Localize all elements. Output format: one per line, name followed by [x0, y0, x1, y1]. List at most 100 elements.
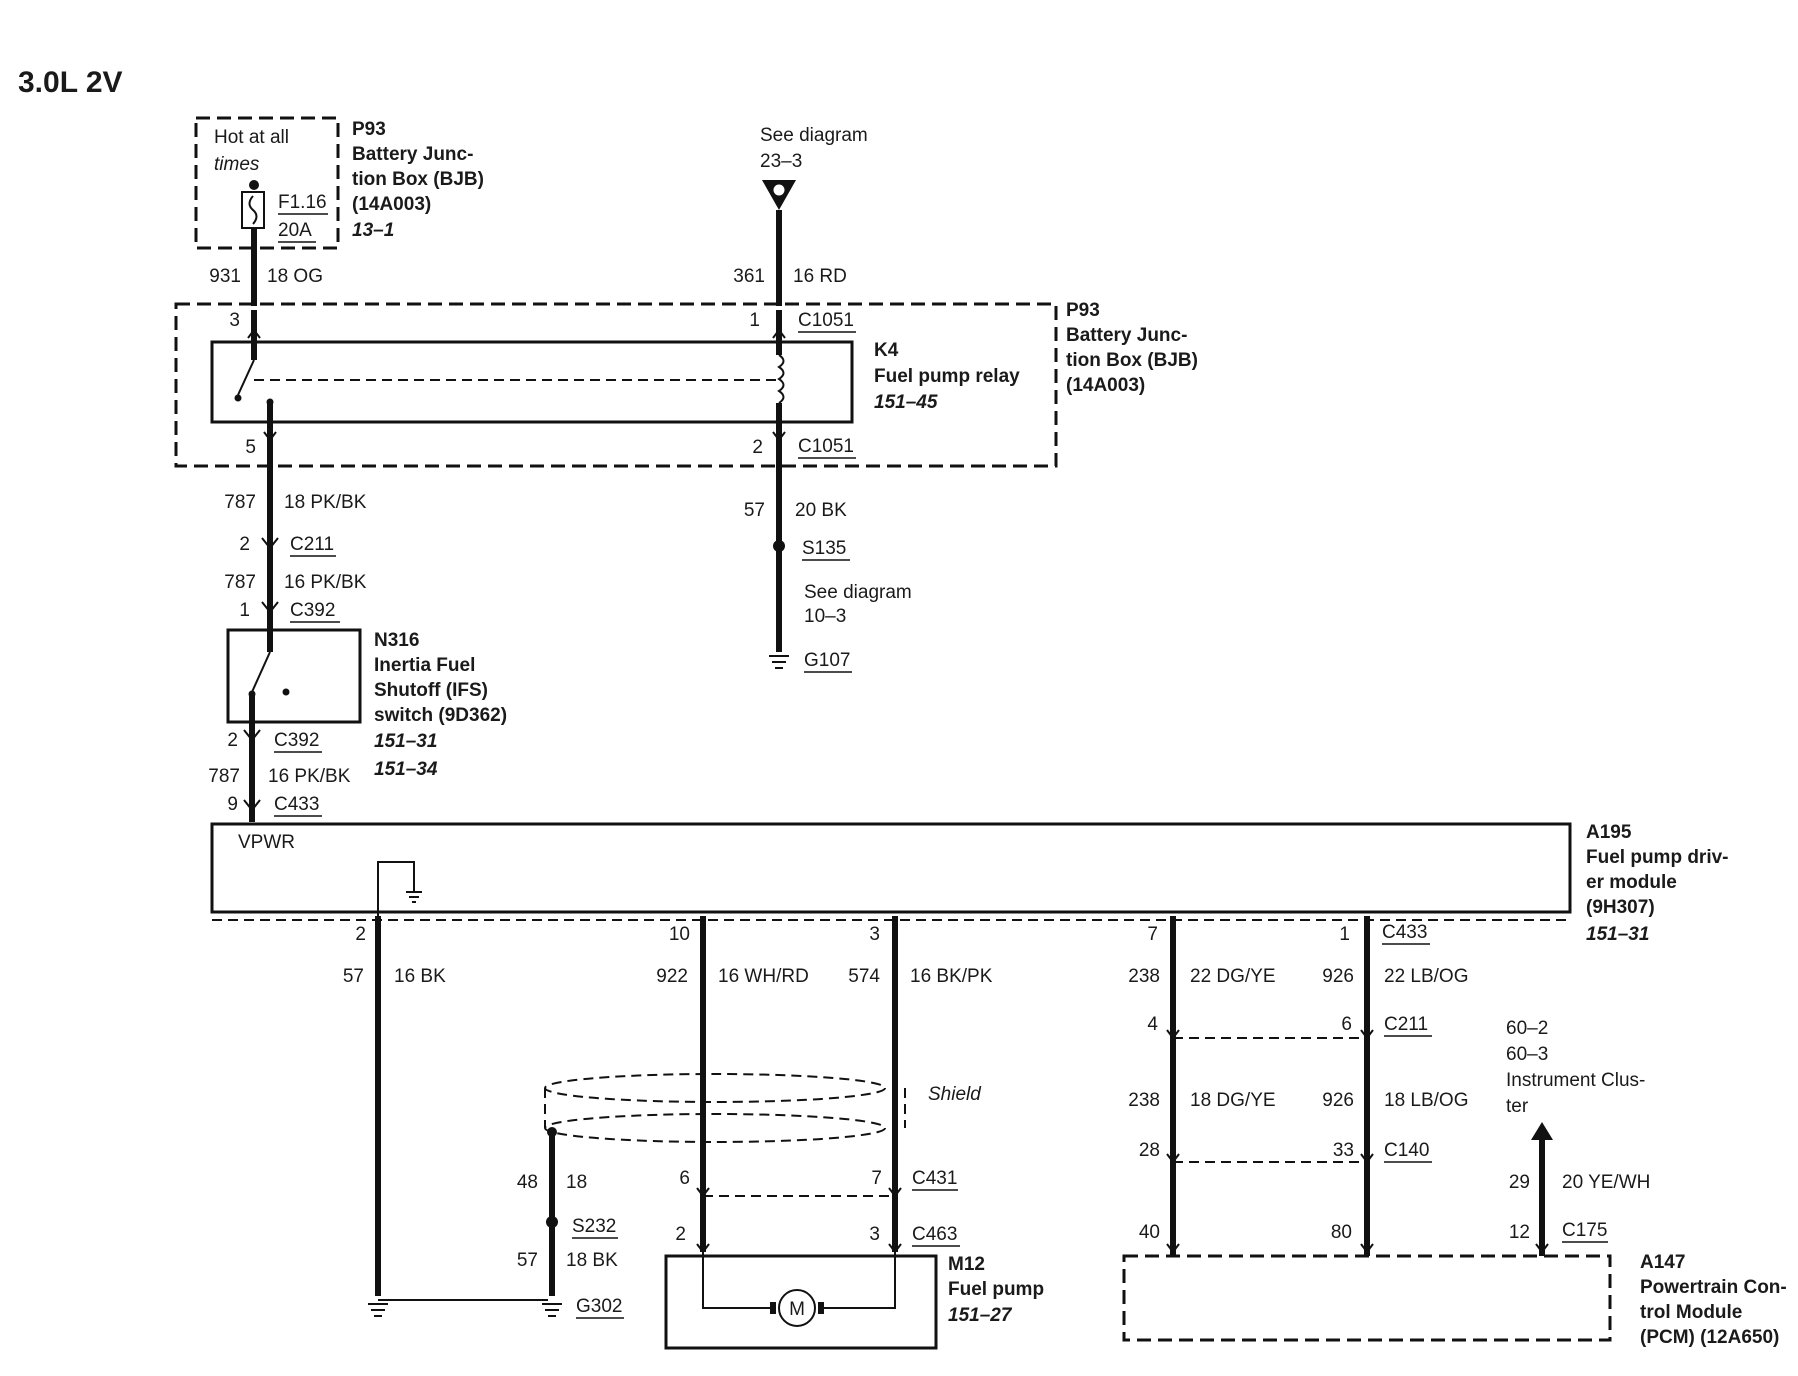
wire-922-spec: 16 WH/RD [718, 966, 809, 987]
c211-left-conn: C211 [290, 534, 334, 555]
wire-57b-spec: 16 BK [394, 966, 446, 987]
relay-pin-3: 3 [229, 310, 240, 331]
c392-bot-pin: 2 [227, 730, 238, 751]
c463-conn: C463 [912, 1224, 957, 1245]
pin-10: 10 [669, 924, 690, 945]
ifs-ref-2: 151–34 [374, 759, 438, 780]
pcm-pin-12: 12 [1509, 1222, 1530, 1243]
cluster-ref-2: 60–3 [1506, 1044, 1548, 1065]
relay-pin-5: 5 [245, 437, 256, 458]
module-name-2: Fuel pump driv- [1586, 847, 1729, 868]
wire-926b-circuit: 926 [1322, 1090, 1354, 1111]
fuel-pump-name-1: M12 [948, 1254, 985, 1275]
wire-787b-spec: 16 PK/BK [284, 572, 367, 593]
c433-top-pin: 9 [227, 794, 238, 815]
relay-pin-1: 1 [749, 310, 760, 331]
s232-label: S232 [572, 1216, 616, 1237]
wire-238a-spec: 22 DG/YE [1190, 966, 1276, 987]
diagram-title: 3.0L 2V [18, 66, 123, 99]
wire-29-circuit: 29 [1509, 1172, 1530, 1193]
g302-label: G302 [576, 1296, 622, 1317]
wire-238b-spec: 18 DG/YE [1190, 1090, 1276, 1111]
wire-361-circuit: 361 [733, 266, 765, 287]
wire-29-spec: 20 YE/WH [1562, 1172, 1650, 1193]
ifs-name-3: Shutoff (IFS) [374, 680, 488, 701]
wire-57c-spec: 18 BK [566, 1250, 618, 1271]
wire-931-circuit: 931 [209, 266, 241, 287]
wire-574-circuit: 574 [848, 966, 880, 987]
motor-icon [778, 1289, 816, 1327]
wire-926b-spec: 18 LB/OG [1384, 1090, 1469, 1111]
c392-top-pin: 1 [239, 600, 250, 621]
arrow-up-icon [1531, 1122, 1553, 1140]
wire-48-circuit: 48 [517, 1172, 538, 1193]
pin-1: 1 [1339, 924, 1350, 945]
ifs-name-4: switch (9D362) [374, 705, 507, 726]
fuel-pump-driver-module: VPWR A195 Fuel pump driv- er module (9H3… [210, 822, 1729, 945]
relay-connector-bottom: C1051 [798, 436, 854, 457]
c211-right-pin-left: 4 [1147, 1014, 1158, 1035]
relay-connector-top: C1051 [798, 310, 854, 331]
relay-box-name-4: (14A003) [1066, 375, 1145, 396]
ifs-name-1: N316 [374, 630, 419, 651]
see-diagram-top-2: 23–3 [760, 151, 802, 172]
relay-box-name-3: tion Box (BJB) [1066, 350, 1198, 371]
see-diagram-mid-1: See diagram [804, 582, 912, 603]
inertia-switch: N316 Inertia Fuel Shutoff (IFS) switch (… [226, 628, 507, 780]
module-name-4: (9H307) [1586, 897, 1655, 918]
fuel-pump-name-2: Fuel pump [948, 1279, 1044, 1300]
pcm-name-2: Powertrain Con- [1640, 1277, 1787, 1298]
wire-787c-circuit: 787 [208, 766, 240, 787]
fuse-box: Hot at all times F1.16 20A P93 Battery J… [194, 116, 484, 250]
c392-top-conn: C392 [290, 600, 335, 621]
c211-left-pin: 2 [239, 534, 250, 555]
relay-box-name-1: P93 [1066, 300, 1100, 321]
wire-574-spec: 16 BK/PK [910, 966, 993, 987]
wire-787b-circuit: 787 [224, 572, 256, 593]
wire-57c-circuit: 57 [517, 1250, 538, 1271]
module-name-3: er module [1586, 872, 1677, 893]
pcm-name-3: trol Module [1640, 1302, 1742, 1323]
fuse-box-name-2: Battery Junc- [352, 144, 473, 165]
ground-icon-left [368, 1303, 388, 1317]
pin-3: 3 [869, 924, 880, 945]
module-ref: 151–31 [1586, 924, 1649, 945]
c463-pin-left: 2 [675, 1224, 686, 1245]
c140-pin-left: 28 [1139, 1140, 1160, 1161]
relay-name: K4 [874, 340, 899, 361]
c175-conn: C175 [1562, 1220, 1607, 1241]
fuel-pump: M M12 Fuel pump 151–27 [664, 1252, 1044, 1350]
c140-conn: C140 [1384, 1140, 1429, 1161]
wire-238a-circuit: 238 [1128, 966, 1160, 987]
pcm-module: A147 Powertrain Con- trol Module (PCM) (… [1122, 1252, 1787, 1348]
wire-926a-spec: 22 LB/OG [1384, 966, 1469, 987]
see-diagram-mid-2: 10–3 [804, 606, 846, 627]
wire-931-spec: 18 OG [267, 266, 323, 287]
shield: Shield [544, 1073, 982, 1143]
relay-ref: 151–45 [874, 392, 938, 413]
c433-top-conn: C433 [274, 794, 319, 815]
relay-pin-2: 2 [752, 437, 763, 458]
wire-57-circuit: 57 [744, 500, 765, 521]
fuse-id: F1.16 [278, 192, 327, 213]
pcm-pin-80: 80 [1331, 1222, 1352, 1243]
cluster-ref-1: 60–2 [1506, 1018, 1548, 1039]
wire-926a-circuit: 926 [1322, 966, 1354, 987]
vpwr-label: VPWR [238, 832, 295, 853]
hot-label-2: times [214, 154, 260, 175]
wire-48-spec: 18 [566, 1172, 587, 1193]
fuse-box-name-3: tion Box (BJB) [352, 169, 484, 190]
relay-switch-arm [237, 359, 255, 396]
cluster-label-2: ter [1506, 1096, 1529, 1117]
ground-icon [769, 655, 789, 669]
see-diagram-top-1: See diagram [760, 125, 868, 146]
fuel-pump-relay [210, 340, 854, 424]
c431-pin-left: 6 [679, 1168, 690, 1189]
internal-ground-icon [406, 891, 422, 903]
fuse-box-ref: 13–1 [352, 220, 394, 241]
relay-box-name-2: Battery Junc- [1066, 325, 1187, 346]
relay-desc: Fuel pump relay [874, 366, 1020, 387]
splice-s232 [546, 1216, 558, 1228]
motor-label: M [789, 1299, 805, 1320]
s135-label: S135 [802, 538, 846, 559]
